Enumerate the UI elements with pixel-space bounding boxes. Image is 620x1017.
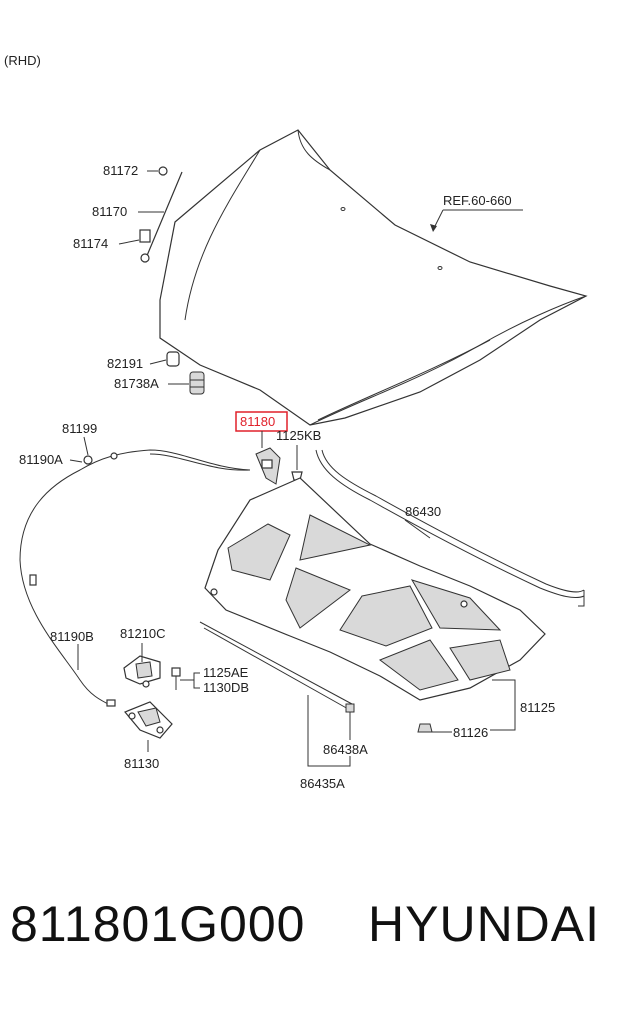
label-1125KB: 1125KB bbox=[276, 428, 321, 443]
ref-label: REF.60-660 bbox=[443, 193, 512, 208]
label-81738A: 81738A bbox=[114, 376, 159, 391]
label-81190A: 81190A bbox=[19, 452, 63, 467]
label-81126: 81126 bbox=[453, 725, 488, 740]
bolt-1125AE bbox=[171, 667, 181, 690]
hood-stay-rod bbox=[139, 166, 183, 263]
label-81125: 81125 bbox=[520, 700, 555, 715]
label-1125AE: 1125AE bbox=[203, 665, 249, 680]
hood-bumper-82191 bbox=[166, 351, 180, 367]
brand-name: HYUNDAI bbox=[368, 896, 601, 952]
label-81199: 81199 bbox=[62, 421, 97, 436]
footer: 811801G000 HYUNDAI bbox=[0, 895, 620, 985]
parts-diagram: (RHD) REF.60-660 81172 81170 81174 82191… bbox=[4, 53, 588, 791]
label-81172: 81172 bbox=[103, 163, 138, 178]
label-81174: 81174 bbox=[73, 236, 108, 251]
label-81190B: 81190B bbox=[50, 629, 94, 644]
striker-81210C bbox=[123, 655, 161, 688]
part-number: 811801G000 bbox=[10, 896, 306, 952]
label-86435A: 86435A bbox=[300, 776, 345, 791]
weatherstrip-86430 bbox=[315, 449, 585, 607]
hood-latch-81180 bbox=[255, 447, 281, 485]
label-1130DB: 1130DB bbox=[203, 680, 249, 695]
label-81210C: 81210C bbox=[120, 626, 166, 641]
label-86438A: 86438A bbox=[323, 742, 368, 757]
label-86430: 86430 bbox=[405, 504, 441, 519]
label-81170: 81170 bbox=[92, 204, 127, 219]
hood-insulator-81125 bbox=[204, 477, 546, 701]
hood-lock-81130 bbox=[124, 701, 173, 739]
label-81130: 81130 bbox=[124, 756, 159, 771]
hood-bumper-81738A bbox=[189, 371, 205, 395]
clip-81126 bbox=[417, 723, 433, 733]
label-82191: 82191 bbox=[107, 356, 143, 371]
label-81180: 81180 bbox=[240, 414, 275, 429]
hood-release-cable bbox=[19, 449, 251, 707]
variant-label: (RHD) bbox=[4, 53, 41, 68]
hood-panel bbox=[159, 129, 588, 426]
